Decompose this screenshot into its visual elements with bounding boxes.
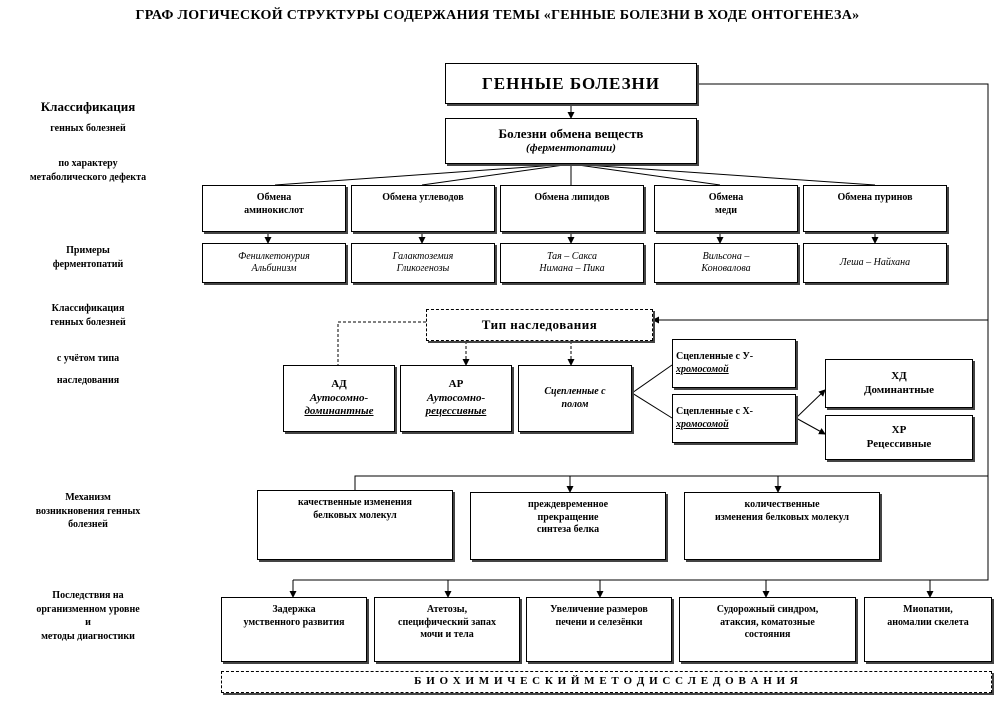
inheritance-ar: АР Аутосомно- рецессивные — [400, 365, 512, 432]
metabolism-subtitle: (ферментопатии) — [526, 142, 616, 155]
example-carbs: Галактоземия Гликогенозы — [351, 243, 495, 283]
mechanism-qualitative: качественные изменения белковых молекул — [257, 490, 453, 560]
inheritance-xr: ХР Рецессивные — [825, 415, 973, 460]
label-examples: Примеры ферментопатий — [52, 245, 124, 270]
example-copper: Вильсона – Коновалова — [654, 243, 798, 283]
root-node: ГЕННЫЕ БОЛЕЗНИ — [445, 63, 697, 104]
example-lipids: Тая – Сакса Нимана – Пика — [500, 243, 644, 283]
inheritance-sex-linked: Сцепленные с полом — [518, 365, 632, 432]
label-classification: Классификация — [40, 99, 136, 114]
connector-sex-y — [631, 364, 673, 394]
example-purines: Леша – Найхана — [803, 243, 947, 283]
consequence-athetosis: Атетозы, специфический запах мочи и тела — [374, 597, 520, 662]
page-title: ГРАФ ЛОГИЧЕСКОЙ СТРУКТУРЫ СОДЕРЖАНИЯ ТЕМ… — [135, 8, 860, 23]
metabolism-type-lipids: Обмена липидов — [500, 185, 644, 232]
metabolism-type-amino: Обмена аминокислот — [202, 185, 346, 232]
connector-x-xd — [795, 389, 826, 419]
connector-sex-x — [631, 392, 673, 419]
label-by-metabolic: по характеру метаболического дефекта — [29, 158, 147, 183]
mechanism-quantitative: количественные изменения белковых молеку… — [684, 492, 880, 560]
metabolism-title: Болезни обмена веществ — [498, 126, 644, 141]
metabolism-type-copper: Обмена меди — [654, 185, 798, 232]
biochemical-method-bar: Б И О Х И М И Ч Е С К И Й М Е Т О Д И С … — [221, 671, 992, 693]
metabolism-node: Болезни обмена веществ (ферментопатии) — [445, 118, 697, 164]
label-classification-inheritance: Классификация генных болезней — [50, 303, 126, 328]
label-by-inheritance: с учётом типа наследования — [56, 353, 120, 386]
inheritance-y-linked: Сцепленные с У- хромосомой — [672, 339, 796, 388]
inheritance-xd: ХД Доминантные — [825, 359, 973, 408]
mechanism-premature-stop: преждевременное прекращение синтеза белк… — [470, 492, 666, 560]
consequence-organomegaly: Увеличение размеров печени и селезёнки — [526, 597, 672, 662]
connector-root-rail — [697, 83, 989, 581]
metabolism-type-purines: Обмена пуринов — [803, 185, 947, 232]
connector-fan-1 — [274, 163, 572, 186]
consequence-myopathy: Миопатии, аномалии скелета — [864, 597, 992, 662]
connector-inh-branch — [337, 321, 426, 365]
connector-fan-2 — [421, 163, 572, 186]
connector-fan-4 — [570, 163, 721, 186]
consequence-seizures: Судорожный синдром, атаксия, коматозные … — [679, 597, 856, 662]
metabolism-type-carbs: Обмена углеводов — [351, 185, 495, 232]
label-mechanism: Механизм возникновения генных болезней — [35, 492, 141, 530]
label-classification-sub: генных болезней — [50, 123, 126, 134]
inheritance-x-linked: Сцепленные с Х- хромосомой — [672, 394, 796, 443]
label-consequences: Последствия на организменном уровне и ме… — [36, 590, 140, 642]
connector-mech-rail — [354, 475, 988, 490]
inheritance-ad: АД Аутосомно- доминантные — [283, 365, 395, 432]
connector-fan-5 — [570, 163, 876, 186]
consequence-mental: Задержка умственного развития — [221, 597, 367, 662]
inheritance-node: Тип наследования — [426, 309, 653, 341]
example-amino: Фенилкетонурия Альбинизм — [202, 243, 346, 283]
connector-x-xr — [795, 417, 826, 435]
root-label: ГЕННЫЕ БОЛЕЗНИ — [481, 73, 660, 93]
